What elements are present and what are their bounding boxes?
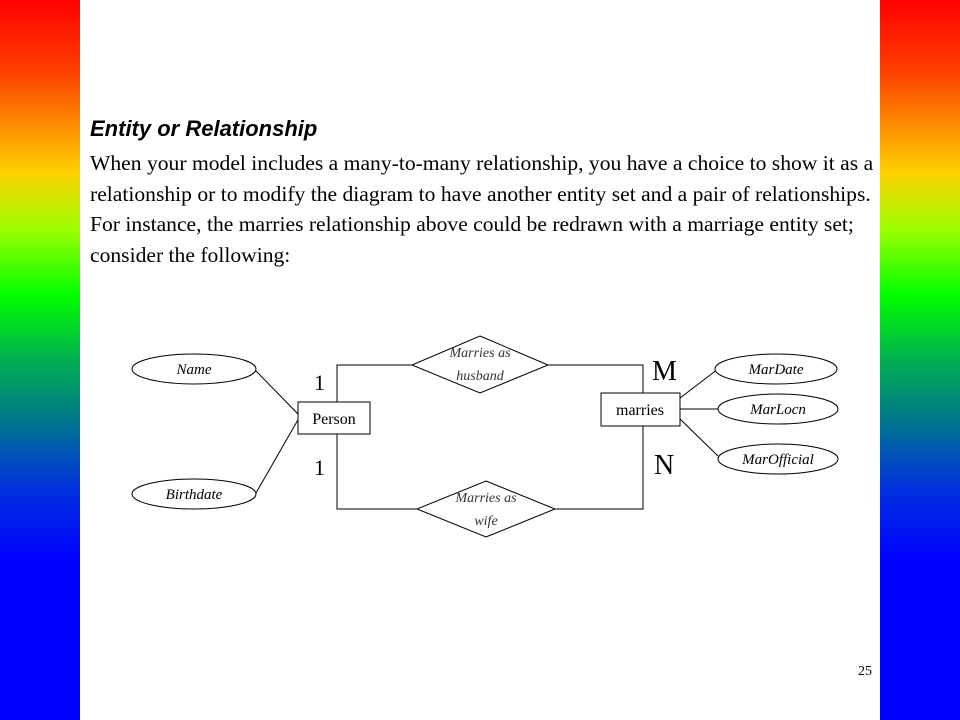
relationship-wife-label-line2: wife	[474, 514, 497, 529]
connector-birthdate-person	[255, 417, 300, 494]
cardinality-person-top: 1	[314, 370, 325, 395]
attribute-marofficial	[717, 443, 839, 475]
attribute-birthdate-label: Birthdate	[166, 487, 223, 503]
attribute-birthdate	[131, 478, 257, 510]
attribute-mardate	[714, 353, 838, 385]
relationship-marries-as-husband	[410, 335, 550, 394]
connector-person-wife	[336, 434, 417, 510]
connector-person-husband	[336, 364, 412, 402]
slide-body-text: When your model includes a many-to-many …	[90, 151, 874, 267]
entity-marries	[600, 392, 681, 427]
entity-person	[297, 401, 371, 435]
entity-person-label: Person	[312, 411, 356, 428]
cardinality-marries-top: M	[652, 356, 677, 387]
relationship-wife-label-line1: Marries as	[454, 491, 517, 506]
relationship-marries-as-wife	[415, 480, 557, 538]
slide-title: Entity or Relationship	[90, 116, 318, 141]
attribute-marlocn	[717, 393, 839, 425]
attribute-name	[131, 353, 257, 385]
attribute-mardate-label: MarDate	[748, 362, 804, 378]
attribute-marlocn-label: MarLocn	[749, 402, 806, 418]
attribute-name-label: Name	[176, 362, 212, 378]
cardinality-marries-bottom: N	[654, 450, 674, 481]
relationship-husband-label-line1: Marries as	[448, 346, 511, 361]
cardinality-person-bottom: 1	[314, 455, 325, 480]
connector-marries-mardate	[679, 368, 719, 399]
connector-wife-marries	[555, 426, 644, 510]
page-number: 25	[858, 664, 872, 679]
right-color-band	[880, 0, 960, 720]
relationship-husband-label-line2: husband	[456, 369, 504, 384]
left-color-band	[0, 0, 80, 720]
connector-marries-marofficial	[679, 418, 719, 457]
connector-name-person	[255, 370, 300, 416]
entity-marries-label: marries	[616, 402, 664, 419]
connector-husband-marries	[548, 364, 644, 393]
attribute-marofficial-label: MarOfficial	[741, 452, 814, 468]
